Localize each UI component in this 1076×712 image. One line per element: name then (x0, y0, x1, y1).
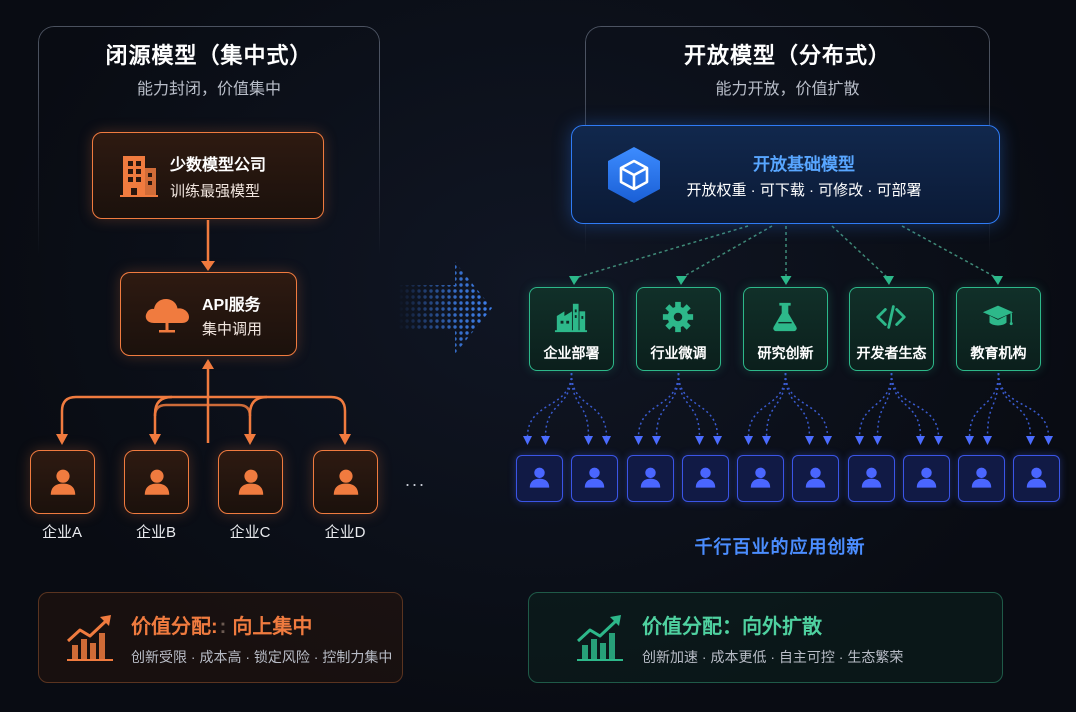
closed-value-label: 价值分配: (131, 616, 218, 638)
user-box (516, 455, 563, 502)
factory-icon (554, 303, 588, 333)
branch-connector (997, 372, 1050, 438)
person-icon (640, 467, 661, 488)
open-value-title: 价值分配：向外扩散 (642, 610, 822, 639)
arrow-right-icon (398, 262, 492, 354)
channel-label: 企业部署 (543, 345, 600, 361)
closed-panel (38, 26, 380, 576)
provider-subtitle: 训练最强模型 (170, 183, 261, 200)
api-service-box: API服务 集中调用 (120, 272, 297, 356)
open-value-box: 价值分配：向外扩散 创新加速 · 成本更低 · 自主可控 · 生态繁荣 (528, 592, 1003, 683)
channel-research: 研究创新 (743, 287, 828, 371)
closed-value-box: 价值分配::向上集中 创新受限 · 成本高 · 锁定风险 · 控制力集中 (38, 592, 403, 683)
open-value-direction: 向外扩散 (742, 616, 822, 638)
user-box (627, 455, 674, 502)
user-box (571, 455, 618, 502)
person-icon (529, 467, 550, 488)
flask-icon (773, 302, 797, 332)
open-title: 开放模型（分布式） (683, 43, 891, 68)
user-box (848, 455, 895, 502)
provider-box: 少数模型公司 训练最强模型 (92, 132, 324, 219)
person-icon (861, 467, 882, 488)
enterprise-box-d (313, 450, 378, 514)
user-box (903, 455, 950, 502)
enterprise-label-b: 企业B (135, 524, 176, 541)
person-icon (971, 467, 992, 488)
user-box (958, 455, 1005, 502)
closed-subtitle: 能力封闭，价值集中 (136, 81, 281, 98)
foundation-title: 开放基础模型 (753, 155, 855, 174)
user-box (792, 455, 839, 502)
channel-label: 教育机构 (970, 345, 1027, 361)
gear-icon (662, 301, 694, 333)
person-icon (805, 467, 826, 488)
channel-label: 行业微调 (650, 345, 707, 361)
channel-developer-ecosystem: 开发者生态 (849, 287, 934, 371)
branch-connector (997, 372, 1032, 438)
user-box (1013, 455, 1060, 502)
api-subtitle: 集中调用 (202, 321, 263, 338)
enterprise-box-a (30, 450, 95, 514)
user-box (737, 455, 784, 502)
closed-value-title: 价值分配::向上集中 (131, 610, 312, 639)
branch-connector (526, 372, 573, 438)
branch-arrowhead (523, 436, 532, 445)
closed-title: 闭源模型（集中式） (105, 43, 313, 68)
arrowhead (569, 276, 580, 285)
foundation-model-box: 开放基础模型 开放权重 · 可下载 · 可修改 · 可部署 (571, 125, 1000, 224)
person-icon (916, 467, 937, 488)
user-box (682, 455, 729, 502)
provider-title: 少数模型公司 (170, 157, 267, 174)
channel-label: 研究创新 (757, 345, 814, 361)
cloud-icon (145, 298, 189, 333)
closed-value-mark: : (219, 616, 227, 638)
chart-up-icon (576, 615, 623, 661)
person-icon (333, 469, 359, 495)
code-icon (876, 305, 906, 329)
branch-arrowhead (541, 436, 550, 445)
graduation-cap-icon (982, 305, 1014, 326)
channel-enterprise-deploy: 企业部署 (529, 287, 614, 371)
channel-label: 开发者生态 (856, 345, 927, 361)
person-icon (584, 467, 605, 488)
channel-industry-finetune: 行业微调 (636, 287, 721, 371)
person-icon (1026, 467, 1047, 488)
cube-icon (608, 147, 660, 203)
building-icon (120, 156, 158, 197)
person-icon (750, 467, 771, 488)
open-caption: 千行百业的应用创新 (694, 537, 866, 557)
enterprise-label-d: 企业D (324, 524, 366, 541)
enterprise-box-b (124, 450, 189, 514)
channel-education: 教育机构 (956, 287, 1041, 371)
open-value-label: 价值分配： (642, 616, 742, 638)
branch-connector (544, 372, 573, 438)
api-title: API服务 (202, 297, 261, 314)
more-ellipsis: ... (405, 470, 427, 490)
branch-arrowhead (1044, 436, 1053, 445)
chart-up-icon (66, 615, 113, 661)
closed-value-points: 创新受限 · 成本高 · 锁定风险 · 控制力集中 (131, 649, 393, 665)
person-icon (144, 469, 170, 495)
closed-value-direction: 向上集中 (232, 616, 313, 638)
enterprise-label-c: 企业C (229, 524, 271, 541)
open-value-points: 创新加速 · 成本更低 · 自主可控 · 生态繁荣 (642, 649, 904, 665)
person-icon (50, 469, 76, 495)
branch-arrowhead (1026, 436, 1035, 445)
arrowhead (992, 276, 1003, 285)
enterprise-label-a: 企业A (41, 524, 82, 541)
foundation-subtitle: 开放权重 · 可下载 · 可修改 · 可部署 (686, 182, 922, 199)
person-icon (238, 469, 264, 495)
person-icon (695, 467, 716, 488)
enterprise-box-c (218, 450, 283, 514)
open-subtitle: 能力开放，价值扩散 (715, 81, 860, 98)
